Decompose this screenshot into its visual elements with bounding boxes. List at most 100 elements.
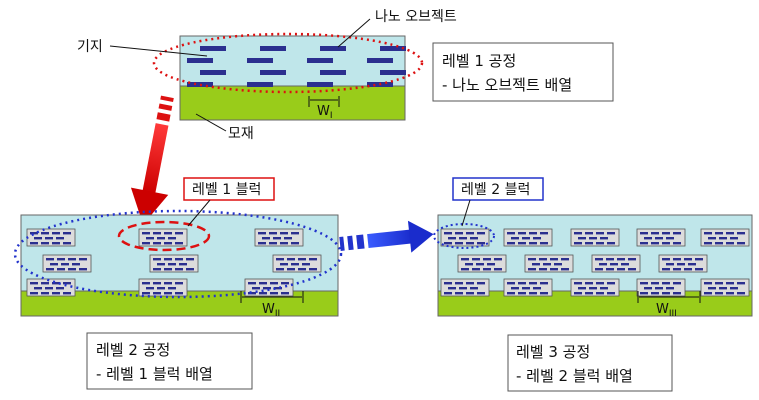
nano-object <box>507 232 515 235</box>
nano-object <box>168 263 176 266</box>
nano-object <box>247 82 273 87</box>
nano-object <box>68 258 76 261</box>
level1-blocks <box>26 228 322 297</box>
nano-object <box>621 263 629 266</box>
nano-object <box>466 282 474 285</box>
nano-object <box>466 232 474 235</box>
level2-block-callout: 레벨 2 블럭 <box>452 177 544 227</box>
nano-object <box>142 242 150 245</box>
nano-object <box>466 242 474 245</box>
nano-object <box>258 232 266 235</box>
nano-object <box>46 268 54 271</box>
nano-object <box>662 292 670 295</box>
nano-object <box>540 232 548 235</box>
level2-matrix <box>20 214 339 292</box>
nano-object <box>477 282 485 285</box>
nano-object <box>465 263 473 266</box>
nano-object <box>280 242 288 245</box>
nano-object <box>477 292 485 295</box>
nano-object <box>607 292 615 295</box>
nano-object <box>63 292 71 295</box>
nano-object <box>662 232 670 235</box>
nano-object <box>651 242 659 245</box>
nano-object <box>72 263 80 266</box>
nano-object <box>600 237 608 240</box>
nano-object <box>263 287 271 290</box>
level3-process-box: 레벨 3 공정 - 레벨 2 블럭 배열 <box>507 334 673 392</box>
nano-object <box>41 242 49 245</box>
level2-schematic: WII <box>13 209 343 319</box>
nano-object <box>79 258 87 261</box>
nano-object <box>287 258 295 261</box>
nano-object <box>164 292 172 295</box>
nano-object <box>459 237 467 240</box>
nano-object <box>673 282 681 285</box>
nano-object <box>175 282 183 285</box>
nano-object <box>737 292 745 295</box>
nano-object <box>673 292 681 295</box>
nano-object <box>444 232 452 235</box>
nano-object <box>186 268 194 271</box>
level3-process-title: 레벨 3 공정 <box>516 343 590 361</box>
nano-object <box>455 292 463 295</box>
nano-object <box>470 237 478 240</box>
nano-object <box>477 232 485 235</box>
nano-object <box>578 237 586 240</box>
nano-object <box>651 282 659 285</box>
nano-object <box>704 292 712 295</box>
nano-object <box>673 242 681 245</box>
nano-object <box>595 258 603 261</box>
nano-object <box>719 237 727 240</box>
nano-object <box>628 258 636 261</box>
level1-block-red-dashed-ellipse <box>117 220 211 252</box>
nano-object <box>518 282 526 285</box>
nano-object <box>655 287 663 290</box>
nano-object <box>472 258 480 261</box>
nano-object <box>651 292 659 295</box>
nano-object <box>45 237 53 240</box>
nano-object <box>477 242 485 245</box>
nano-object <box>274 287 282 290</box>
nano-object <box>367 58 393 63</box>
nano-object <box>448 287 456 290</box>
nano-object <box>704 242 712 245</box>
nano-object <box>730 287 738 290</box>
nano-object <box>168 287 176 290</box>
nano-object <box>298 258 306 261</box>
nano-object <box>30 232 38 235</box>
nano-object <box>494 268 502 271</box>
nano-object <box>179 263 187 266</box>
nano-object <box>63 232 71 235</box>
nano-object <box>270 282 278 285</box>
nano-object <box>153 292 161 295</box>
nano-object <box>63 282 71 285</box>
nano-object <box>175 258 183 261</box>
nano-object <box>507 282 515 285</box>
nano-object <box>262 237 270 240</box>
nano-object <box>448 237 456 240</box>
nano-object <box>281 282 289 285</box>
nano-object <box>596 282 604 285</box>
nano-object <box>529 292 537 295</box>
nano-object <box>737 232 745 235</box>
nano-object <box>651 232 659 235</box>
nano-object <box>528 258 536 261</box>
nano-object <box>46 258 54 261</box>
nano-object <box>247 58 273 63</box>
nano-object <box>164 242 172 245</box>
nano-object <box>142 232 150 235</box>
nano-object <box>737 242 745 245</box>
nano-object <box>719 287 727 290</box>
nano-object <box>459 287 467 290</box>
nano-object <box>270 292 278 295</box>
nano-object <box>52 242 60 245</box>
nano-object <box>455 232 463 235</box>
nano-object <box>640 232 648 235</box>
nano-object <box>708 237 716 240</box>
nano-object <box>153 268 161 271</box>
nano-object <box>673 232 681 235</box>
level2-process-box: 레벨 2 공정 - 레벨 1 블럭 배열 <box>86 332 253 390</box>
level2-block-blue-dotted-ellipse <box>433 223 495 249</box>
nano-object <box>56 287 64 290</box>
nano-object <box>543 263 551 266</box>
